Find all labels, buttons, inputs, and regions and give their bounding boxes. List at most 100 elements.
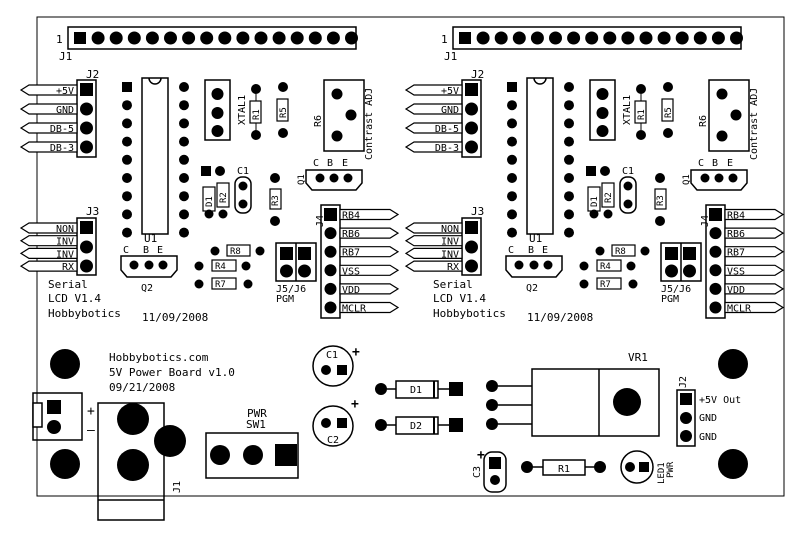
u1-pin [179,209,189,220]
j4-pin-label: RB7 [727,248,745,259]
j3-pin-label: RX [447,262,459,273]
u1-pin [179,154,189,165]
j1-pin [459,32,471,44]
led1-label: LED1 [657,462,667,484]
j2-out-label: J2 [678,376,689,388]
q1-pin-e: E [342,158,348,169]
date-label: 11/09/2008 [527,311,593,324]
u1-pin [507,209,517,220]
q2-pin-e: E [157,245,163,256]
j1-pin [730,31,743,45]
j1-jack-label: J1 [172,481,183,493]
j4-pin-label: RB6 [727,229,745,240]
r2-label: R2 [604,192,614,203]
u1-pin [179,100,189,111]
j1-pin [74,32,86,44]
u1-pin [507,173,517,183]
j2-pin-label: +5V [56,86,74,97]
j1-pin [91,31,105,45]
d1-power-label: D1 [410,385,422,396]
d1-label: D1 [590,196,600,207]
c1-polarity: + [352,345,360,360]
pgm-label-2: PGM [276,294,294,305]
r7-label: R7 [215,280,226,290]
q1-pin-b: B [712,158,718,169]
j3-pin-label: INV [441,237,459,248]
j1-pin [693,31,707,45]
u1-pin [122,100,132,111]
j2-pin-label: DB-3 [50,143,74,154]
u1-label: U1 [529,232,542,245]
u1-pin [564,100,574,111]
j4-pin-label: RB4 [727,211,745,222]
j1-pin [675,31,689,45]
c1-label: C1 [622,166,634,177]
j1-pin [236,31,250,45]
maker-label: Hobbybotics [48,307,121,320]
j4-pin-label: RB6 [342,229,360,240]
j1-pin [200,31,214,45]
q2-pin-b: B [143,245,149,256]
vr1-regulator [531,368,660,437]
u1-pin [122,136,132,147]
q1-pin-e: E [727,158,733,169]
u1-pin [122,191,132,202]
u1-pin [179,173,189,183]
pgm-label-2: PGM [661,294,679,305]
r5-label: R5 [279,107,289,118]
u1-pin [564,154,574,165]
j2-pin-label: DB-5 [50,124,74,135]
j2-pin-label: +5V [441,86,459,97]
led1-pwr-label: PWR [666,461,676,478]
q1-label: Q1 [297,174,307,185]
u1-pin [564,136,574,147]
contrast-label: Contrast ADJ [749,88,760,160]
q1-label: Q1 [682,174,692,185]
c1-capacitor [312,345,354,387]
j1-pin [254,31,268,45]
j1-pin [218,31,232,45]
u1-pin [564,209,574,220]
d2-power-label: D2 [410,421,422,432]
j1-pin [512,31,526,45]
xtal-label: XTAL1 [237,95,248,125]
j2-output-header [676,389,696,447]
j4-pin-label: VDD [342,285,360,296]
j1-pin [711,31,725,45]
u1-pin [122,227,132,238]
r4-label: R4 [215,262,226,272]
j2-pin-label: DB-3 [435,143,459,154]
r4-label: R4 [600,262,611,272]
mount-hole [718,349,748,379]
j4-pin [324,245,337,258]
mount-hole [718,449,748,479]
j1-pin [549,31,562,45]
j1-pin [272,31,286,45]
q1-pin-c: C [698,158,704,169]
u1-pin [122,82,132,92]
q2-label: Q2 [526,283,538,294]
j2-out-pin3: GND [699,432,717,443]
u1-pin [122,173,132,183]
r8-label: R8 [230,247,241,257]
u1-pin [564,227,574,238]
j4-pin [324,301,337,314]
u1-pin [507,227,517,238]
j4-pin [324,282,337,295]
version-label: LCD V1.4 [433,292,486,305]
contrast-label: Contrast ADJ [364,88,375,160]
u1-pin [179,82,189,92]
j1-pin [326,31,340,45]
j2-out-pin2: GND [699,413,717,424]
j1-pin [530,31,544,45]
serial-label: Serial [433,278,473,291]
j1-pin [567,31,581,45]
j1-label: J1 [444,50,457,63]
c1-power-label: C1 [326,350,338,361]
d1-label: D1 [205,196,215,207]
j3-pin-label: NON [441,224,459,235]
